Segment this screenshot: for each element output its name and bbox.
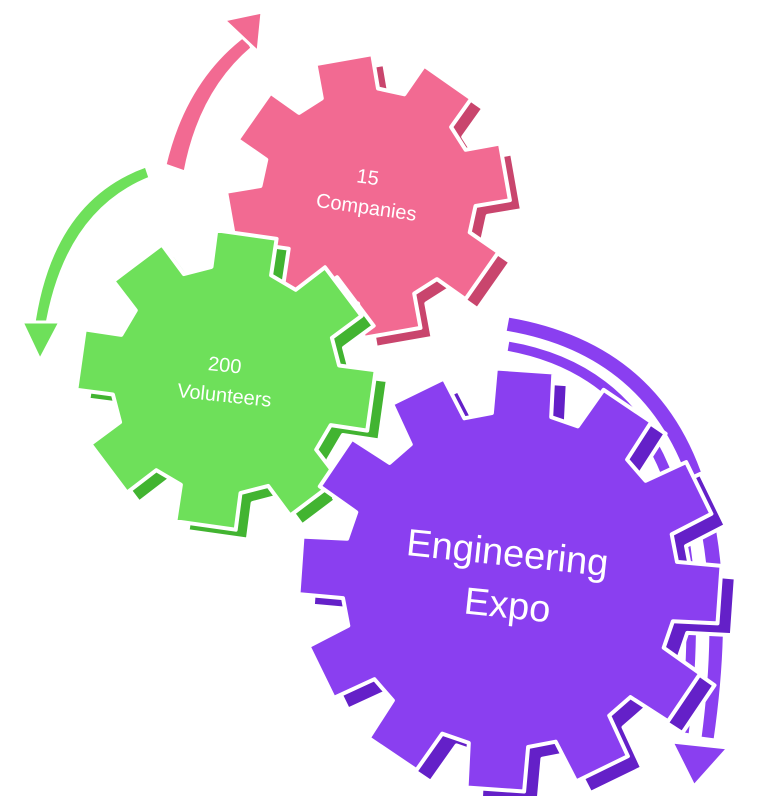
- volunteers-gear: 200 Volunteers: [74, 228, 390, 542]
- purple-arrow-band: [503, 314, 726, 742]
- pink-curved-arrow-icon: [163, 10, 264, 174]
- gear-icon: [296, 366, 724, 794]
- green-arrow-head: [20, 320, 62, 362]
- pink-arrow-head: [222, 10, 264, 54]
- expo-title-line-2: Expo: [462, 580, 553, 631]
- companies-count: 15: [355, 165, 380, 190]
- green-curved-arrow-icon: [20, 164, 152, 362]
- purple-arrow-head: [670, 740, 730, 788]
- volunteers-count: 200: [207, 353, 242, 378]
- companies-gear: 15 Companies: [224, 52, 524, 350]
- gear-icon: [74, 228, 378, 532]
- pink-arrow-band: [163, 33, 254, 174]
- expo-gear: Engineering Expo: [296, 366, 738, 796]
